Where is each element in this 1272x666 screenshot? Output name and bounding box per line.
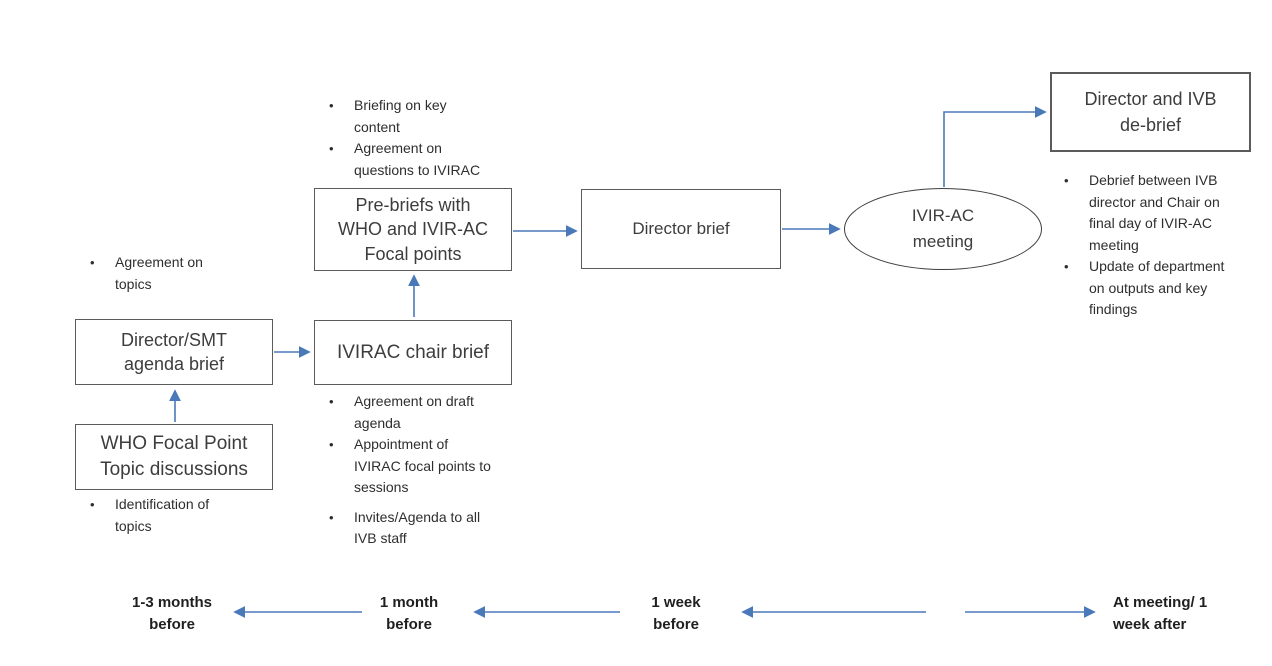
notes-pre-briefs: Briefing on key content Agreement on que… xyxy=(327,95,496,181)
node-label: WHO Focal Point Topic discussions xyxy=(100,433,248,480)
bullet-text: Identification of topics xyxy=(115,496,210,534)
bullet-text: Invites/Agenda to all IVB staff xyxy=(354,508,481,547)
bullet-text: Appointment of IVIRAC focal points to se… xyxy=(354,436,491,495)
node-label: Director brief xyxy=(632,219,730,238)
node-label: Director and IVB de-brief xyxy=(1084,88,1217,135)
bullet-text: Briefing on key content xyxy=(354,97,447,135)
node-who-focal-point-topic-discussions: WHO Focal Point Topic discussions xyxy=(75,424,273,490)
notes-agenda-brief: Agreement on topics xyxy=(88,252,228,295)
bullet-text: Debrief between IVB director and Chair o… xyxy=(1089,172,1220,253)
node-ivirac-chair-brief: IVIRAC chair brief xyxy=(314,320,512,385)
bullet-item: Identification of topics xyxy=(88,494,238,537)
bullet-item: Invites/Agenda to all IVB staff xyxy=(327,507,496,550)
notes-chair-brief: Agreement on draft agenda Appointment of… xyxy=(327,391,496,550)
node-label: Director/SMT agenda brief xyxy=(120,329,227,374)
bullet-item: Agreement on questions to IVIRAC xyxy=(327,138,496,181)
bullet-text: Update of department on outputs and key … xyxy=(1089,258,1225,317)
bullet-text: Agreement on topics xyxy=(115,254,203,292)
node-label: IVIRAC chair brief xyxy=(336,341,490,363)
notes-topic-discussions: Identification of topics xyxy=(88,494,238,537)
timeline-label-1-week-before: 1 week before xyxy=(651,594,701,633)
node-director-smt-agenda-brief: Director/SMT agenda brief xyxy=(75,319,273,385)
node-director-brief: Director brief xyxy=(581,189,781,269)
bullet-item: Update of department on outputs and key … xyxy=(1062,256,1226,321)
bullet-item: Debrief between IVB director and Chair o… xyxy=(1062,170,1226,256)
connector-meeting-to-debrief xyxy=(943,106,1047,187)
node-pre-briefs-focal-points: Pre-briefs with WHO and IVIR-AC Focal po… xyxy=(314,188,512,271)
bullet-text: Agreement on questions to IVIRAC xyxy=(354,140,481,178)
notes-debrief: Debrief between IVB director and Chair o… xyxy=(1062,170,1226,321)
node-label: Pre-briefs with WHO and IVIR-AC Focal po… xyxy=(337,195,489,264)
bullet-item: Agreement on topics xyxy=(88,252,228,295)
bullet-item: Briefing on key content xyxy=(327,95,496,138)
timeline-label-1-month-before: 1 month before xyxy=(379,594,439,633)
timeline-label-1-3-months-before: 1-3 months before xyxy=(131,594,212,633)
bullet-item: Appointment of IVIRAC focal points to se… xyxy=(327,434,496,499)
node-ivir-ac-meeting: IVIR-AC meeting xyxy=(844,188,1042,270)
bullet-text: Agreement on draft agenda xyxy=(354,393,474,431)
node-label: IVIR-AC meeting xyxy=(911,205,975,251)
node-director-and-ivb-debrief: Director and IVB de-brief xyxy=(1050,72,1251,152)
timeline-label-at-meeting-1-week-after: At meeting/ 1 week after xyxy=(1113,594,1208,633)
bullet-item: Agreement on draft agenda xyxy=(327,391,496,434)
